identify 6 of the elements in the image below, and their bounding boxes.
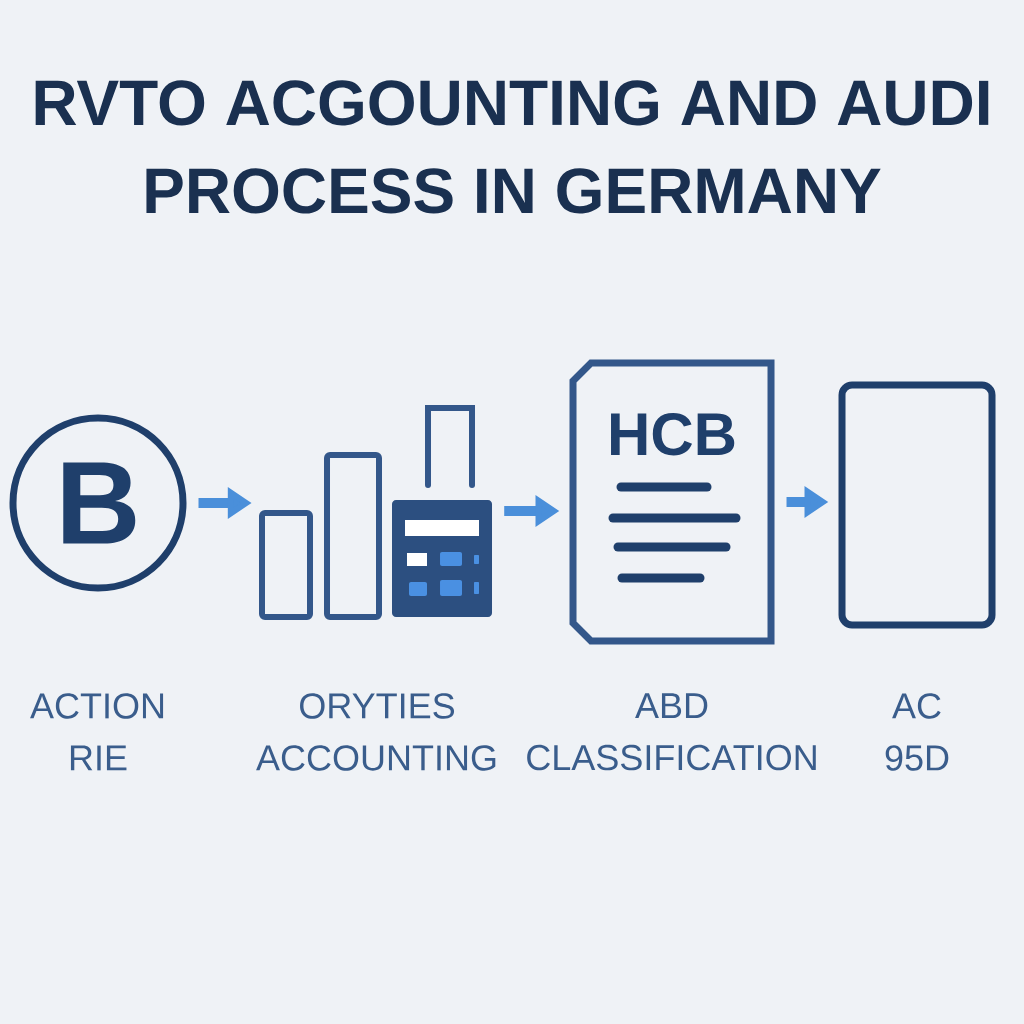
title: RVTO ACGOUNTING AND AUDI PROCESS IN GERMANY xyxy=(35,80,989,214)
step-caption: AC 95D xyxy=(885,693,949,771)
step-caption: ORYTIES ACCOUNTING xyxy=(256,693,496,771)
step-caption: ABD CLASSIFICATION xyxy=(527,693,816,771)
step-caption: ACTION RIE xyxy=(30,693,164,771)
document-card: HCB xyxy=(569,359,775,645)
